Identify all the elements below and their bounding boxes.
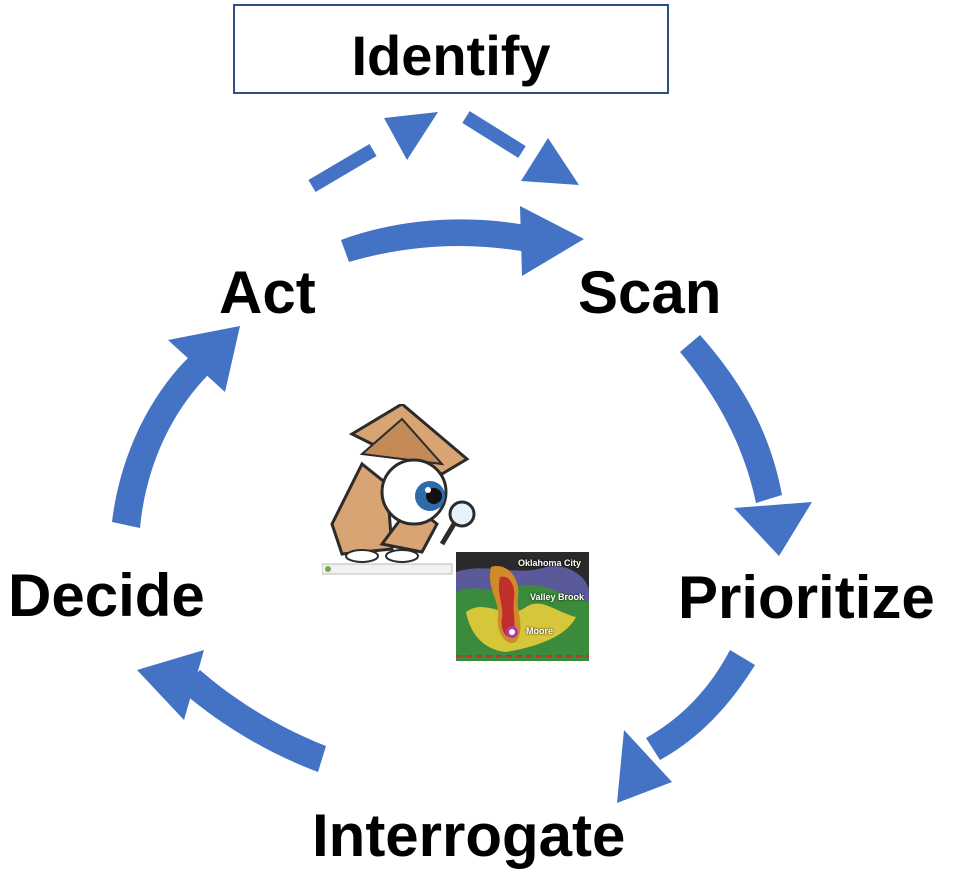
arrow-act-to-scan [341,206,584,276]
radar-town-label: Moore [526,626,553,636]
interrogate-label: Interrogate [312,802,626,869]
radar-image: Oklahoma City Valley Brook Moore [456,552,589,661]
identify-box: Identify [233,4,669,94]
radar-town-label: Oklahoma City [518,558,582,568]
detective-image [322,404,482,576]
decide-label: Decide [8,562,205,629]
scan-label: Scan [578,259,722,326]
arrow-scan-to-prioritize [680,335,812,556]
identify-label: Identify [351,24,551,87]
radar-town-label: Valley Brook [530,592,585,602]
arrow-decide-to-act [112,326,240,528]
act-label: Act [219,259,316,326]
dashed-arrow-from-identify [462,111,579,185]
arrow-prioritize-to-interrogate [617,650,755,803]
prioritize-label: Prioritize [678,564,935,631]
dashed-arrow-to-identify [308,112,438,193]
arrow-interrogate-to-decide [137,650,326,772]
